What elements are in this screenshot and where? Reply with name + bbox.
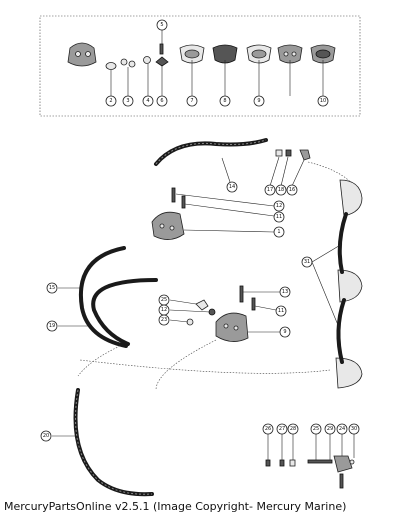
svg-text:12: 12 [276,203,282,209]
callout-19: 19 [46,320,58,332]
callout-23: 23 [158,314,170,326]
callout-13: 13 [279,286,291,298]
inset-part-cover-5 [310,44,336,64]
inset-part-cover-1 [179,44,205,64]
callout-17: 17 [264,184,276,196]
screws-upper [171,187,275,217]
callout-9-body: 9 [279,326,291,338]
svg-text:26: 26 [265,426,271,432]
routing-dash [77,339,331,391]
fittings-17-18-16 [269,149,311,187]
callout-25-mid: 25 [158,294,170,306]
callout-9: 9 [253,95,265,107]
svg-text:23: 23 [161,317,167,323]
svg-text:5: 5 [160,22,163,28]
svg-text:24: 24 [339,426,345,432]
svg-text:4: 4 [146,98,149,104]
valve-body-1 [151,211,275,240]
callout-10: 10 [317,95,329,107]
svg-text:7: 7 [190,98,193,104]
callout-11-right: 11 [275,305,287,317]
bottom-fittings [265,434,355,489]
svg-text:3: 3 [126,98,129,104]
svg-text:15: 15 [49,285,55,291]
callout-11-upper: 11 [273,211,285,223]
inset-frame [39,15,361,117]
svg-text:12: 12 [161,307,167,313]
svg-text:25: 25 [161,297,167,303]
hose-31 [311,212,348,364]
callout-24: 24 [336,423,348,435]
inset-part-washers [120,58,136,68]
callout-3: 3 [122,95,134,107]
inset-part-cover-4 [277,44,303,64]
callout-20: 20 [40,430,52,442]
callout-1: 1 [273,226,285,238]
inset-part-cover-3 [246,44,272,64]
svg-text:1: 1 [277,229,280,235]
svg-text:28: 28 [290,426,296,432]
svg-text:30: 30 [351,426,357,432]
valve-body-9 [215,312,280,342]
callout-8: 8 [219,95,231,107]
hose-20 [52,388,154,497]
callout-27: 27 [276,423,288,435]
inset-part-cover-2 [212,44,238,64]
callout-14: 14 [226,181,238,193]
callout-26: 26 [262,423,274,435]
svg-text:14: 14 [229,184,235,190]
svg-text:16: 16 [289,187,295,193]
inset-leaders [110,30,324,96]
callout-2: 2 [105,95,117,107]
callout-12-upper: 12 [273,200,285,212]
svg-text:11: 11 [278,308,284,314]
callout-5: 5 [156,19,168,31]
callout-7: 7 [186,95,198,107]
hose-14 [154,138,268,183]
housing-right [307,161,363,389]
callout-18: 18 [275,184,287,196]
svg-text:8: 8 [223,98,226,104]
callout-31: 31 [301,256,313,268]
svg-text:31: 31 [304,259,310,265]
svg-text:17: 17 [267,187,273,193]
svg-text:25: 25 [313,426,319,432]
svg-text:11: 11 [276,214,282,220]
copyright-footer: MercuryPartsOnline v2.5.1 (Image Copyrig… [4,500,347,513]
svg-text:27: 27 [279,426,285,432]
callout-25-bottom: 25 [310,423,322,435]
callout-28: 28 [287,423,299,435]
svg-text:18: 18 [278,187,284,193]
callout-12-mid: 12 [158,304,170,316]
mid-small-parts [169,299,216,326]
inset-part-cap-large [67,42,97,67]
svg-text:9: 9 [257,98,260,104]
inset-part-oring [105,62,117,70]
callout-6: 6 [156,95,168,107]
callout-29: 29 [324,423,336,435]
callout-30: 30 [348,423,360,435]
svg-text:9: 9 [283,329,286,335]
svg-text:19: 19 [49,323,55,329]
inset-part-valve [143,43,169,67]
svg-text:10: 10 [320,98,326,104]
svg-text:13: 13 [282,289,288,295]
svg-text:6: 6 [160,98,163,104]
svg-text:29: 29 [327,426,333,432]
hoses-15-19 [58,246,158,348]
screws-right [239,285,280,311]
svg-text:20: 20 [43,433,49,439]
callout-4: 4 [142,95,154,107]
callout-15: 15 [46,282,58,294]
callout-16: 16 [286,184,298,196]
svg-text:2: 2 [109,98,112,104]
